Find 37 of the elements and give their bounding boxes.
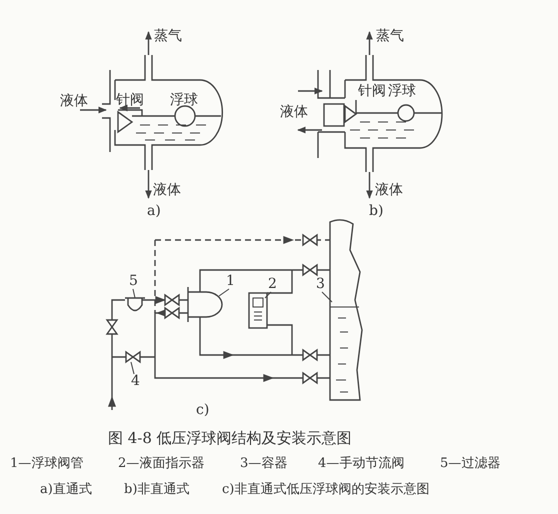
leader-line bbox=[264, 292, 272, 298]
filter-drawing bbox=[124, 297, 146, 312]
panel-label: b) bbox=[369, 203, 384, 219]
leader-line bbox=[130, 362, 134, 374]
level-indicator-drawing bbox=[248, 292, 268, 329]
vessel-drawing bbox=[329, 219, 363, 401]
part-label: 浮球 bbox=[170, 92, 198, 108]
figure-caption: 图 4-8 低压浮球阀结构及安装示意图 bbox=[108, 430, 352, 446]
leader-line bbox=[218, 288, 230, 296]
panel-label: c) bbox=[196, 402, 210, 418]
callout-number: 3 bbox=[316, 276, 325, 292]
key-text: a)直通式 bbox=[40, 482, 92, 498]
leader-line bbox=[132, 288, 136, 298]
key-text: b)非直通式 bbox=[124, 482, 190, 498]
flow-label: 液体 bbox=[280, 104, 308, 120]
flow-label: 液体 bbox=[60, 93, 88, 109]
flow-label: 蒸气 bbox=[376, 28, 404, 44]
callout-number: 4 bbox=[131, 373, 140, 389]
key-text: 1—浮球阀管 bbox=[10, 456, 84, 472]
key-text: 5—过滤器 bbox=[440, 456, 500, 472]
leader-line bbox=[322, 292, 332, 302]
float-valve-tube-drawing bbox=[187, 286, 223, 323]
key-text: c)非直通式低压浮球阀的安装示意图 bbox=[222, 482, 430, 498]
callout-number: 1 bbox=[226, 273, 235, 289]
flow-label: 蒸气 bbox=[154, 28, 182, 44]
key-text: 3—容器 bbox=[240, 456, 288, 472]
callout-number: 2 bbox=[268, 276, 277, 292]
part-label: 针阀 bbox=[116, 92, 144, 108]
flow-label: 液体 bbox=[375, 182, 403, 198]
panel-label: a) bbox=[147, 203, 161, 219]
part-label: 浮球 bbox=[388, 83, 416, 99]
flow-label: 液体 bbox=[153, 182, 181, 198]
callout-number: 5 bbox=[129, 273, 138, 289]
key-text: 2—液面指示器 bbox=[118, 456, 204, 472]
part-label: 针阀 bbox=[358, 83, 386, 99]
key-text: 4—手动节流阀 bbox=[318, 456, 404, 472]
valve-symbol bbox=[125, 350, 141, 364]
